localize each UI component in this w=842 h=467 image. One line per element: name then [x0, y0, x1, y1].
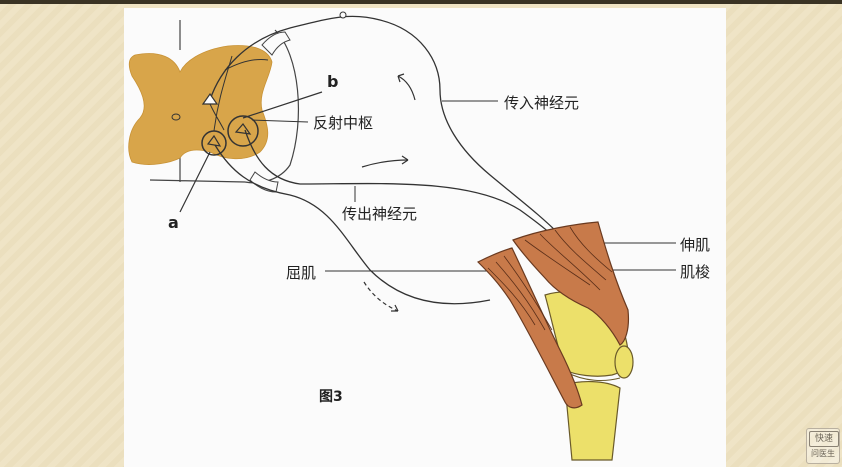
efferent-direction-arrow: [361, 159, 409, 168]
flexor-neuron-path: [214, 144, 491, 305]
top-border: [0, 0, 842, 4]
dorsal-root: [261, 31, 291, 56]
central-canal: [171, 113, 181, 121]
flexor-fibers: [487, 255, 553, 331]
label-afferent-neuron: 传入神经元: [504, 94, 580, 112]
leader-b: [242, 91, 323, 119]
extensor-muscle: [512, 221, 630, 346]
interneuron-glyph-a: [206, 134, 222, 147]
extensor-fibers: [524, 226, 613, 291]
interneuron-glyph-b: [234, 123, 252, 135]
watermark-logo: 快速 问医生: [806, 428, 840, 464]
efferent-arrowhead: [401, 155, 409, 165]
background-left-panel: [0, 4, 124, 467]
label-flexor: 屈肌: [286, 264, 317, 282]
label-efferent-neuron: 传出神经元: [342, 205, 418, 223]
flexor-direction-arrow: [363, 281, 399, 312]
flexor-muscle: [476, 247, 583, 409]
watermark-line1: 快速: [809, 431, 839, 447]
motor-neuron-b: [227, 115, 259, 147]
label-point-b: b: [327, 72, 339, 91]
spinal-cord-outline: [149, 20, 300, 184]
sensory-ganglion: [339, 11, 347, 19]
label-reflex-center: 反射中枢: [313, 114, 374, 132]
figure-caption: 图3: [319, 389, 343, 405]
afferent-direction-arrow: [397, 75, 416, 101]
label-extensor: 伸肌: [680, 236, 711, 254]
watermark-line2: 问医生: [811, 449, 835, 458]
flexor-arrowhead: [391, 304, 399, 312]
leader-center: [251, 119, 309, 123]
patella: [614, 345, 634, 379]
efferent-neuron-path: [244, 129, 576, 261]
background-right-panel: [726, 4, 842, 467]
label-point-a: a: [168, 213, 179, 232]
spinal-gray-matter: [128, 45, 273, 165]
interneuron-link: [209, 55, 233, 132]
afferent-neuron-path: [209, 15, 561, 236]
leader-a: [179, 151, 211, 213]
afferent-arrowhead: [397, 73, 405, 83]
label-muscle-spindle: 肌梭: [680, 263, 711, 281]
